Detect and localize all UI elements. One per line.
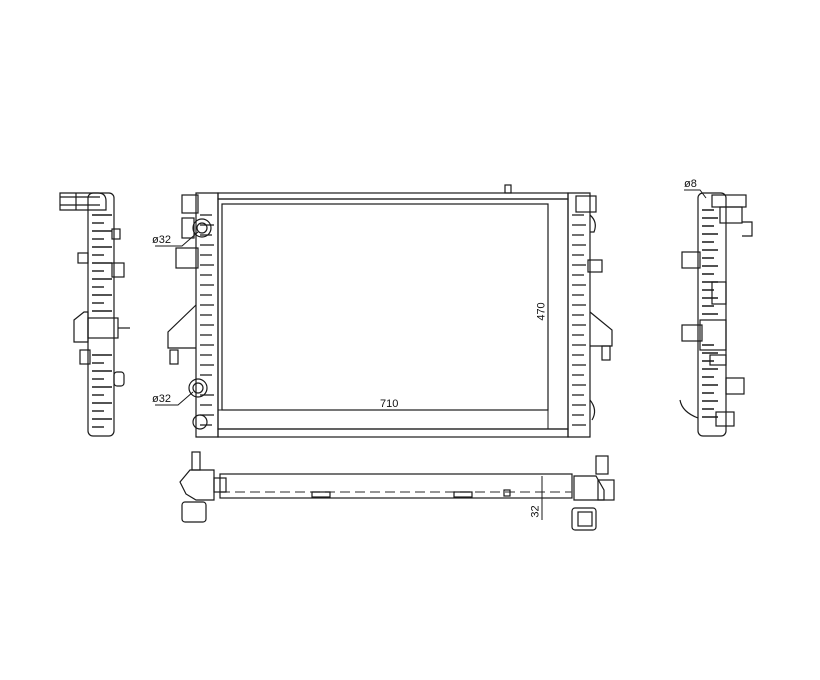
- left-side-view: [59, 192, 130, 437]
- width-dimension-label: 710: [380, 398, 399, 410]
- inlet-upper-diameter-label: ø32: [152, 234, 171, 246]
- vent-diameter-label: ø8: [684, 178, 697, 190]
- right-side-view: [679, 192, 753, 437]
- inlet-lower-diameter-label: ø32: [152, 393, 171, 405]
- depth-dimension-label: 32: [529, 505, 542, 518]
- height-dimension-label: 470: [535, 302, 548, 321]
- top-view: [179, 451, 615, 531]
- dimension-lines: [155, 189, 707, 520]
- front-view: [167, 184, 613, 438]
